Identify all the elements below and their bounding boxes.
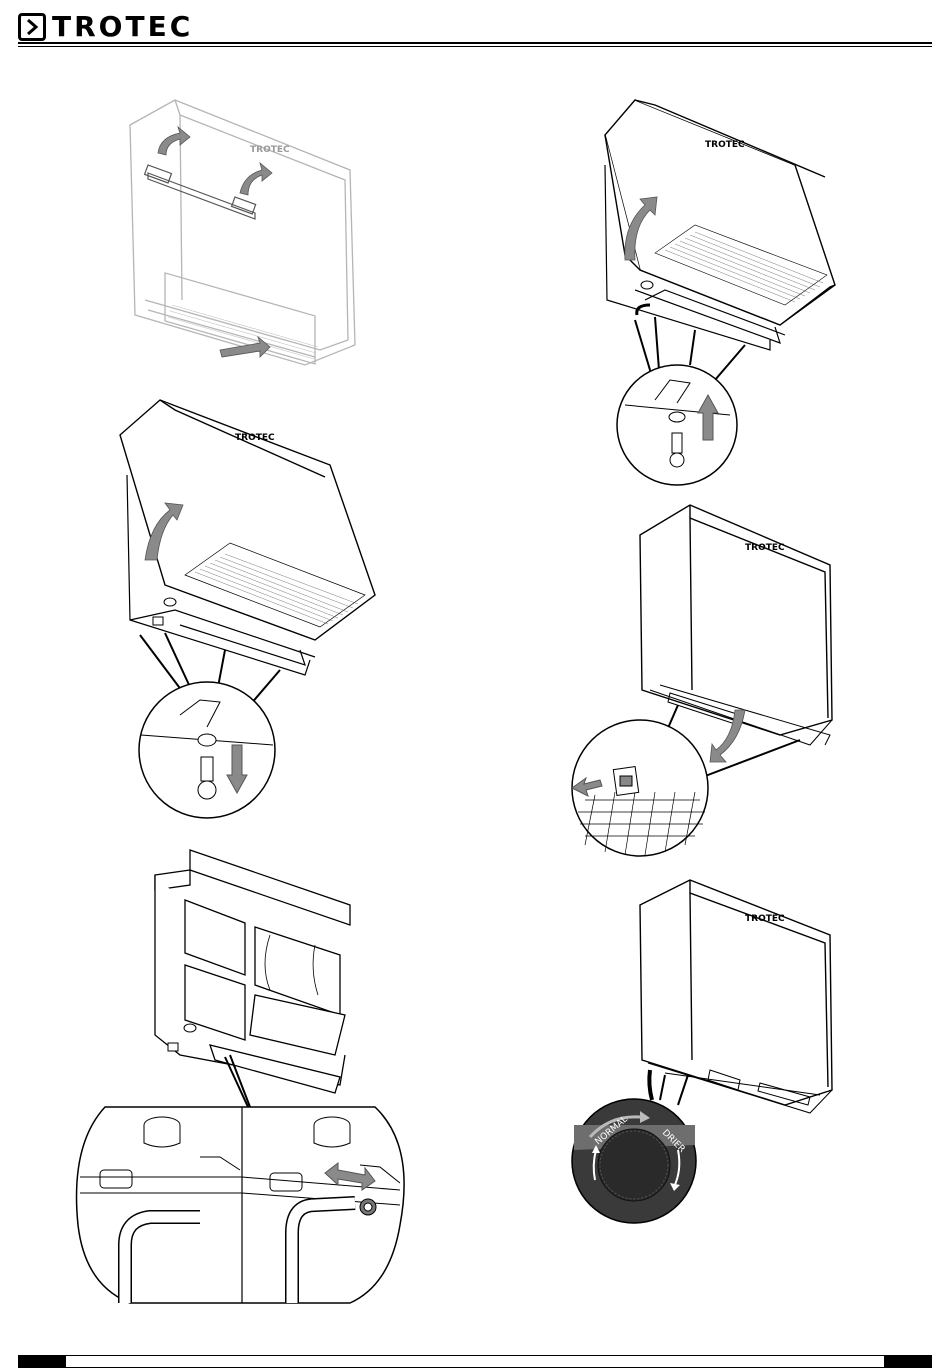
- page-footer: [18, 1355, 932, 1368]
- brand-label: TROTEC: [705, 140, 745, 150]
- footer-rule: [66, 1355, 884, 1368]
- chevron-right-icon: [18, 13, 46, 41]
- page-header: TROTEC: [0, 0, 950, 50]
- figure-filter-removal: TROTEC: [570, 500, 850, 860]
- brand-label: TROTEC: [235, 433, 275, 443]
- figure-unit-raised: TROTEC: [115, 395, 395, 845]
- brand-label: TROTEC: [250, 145, 290, 155]
- figure-drain-hose: [70, 845, 415, 1315]
- figure-humidity-dial: TROTEC NORMAL DRIER: [570, 875, 855, 1230]
- brand-label: TROTEC: [745, 914, 785, 924]
- brand-label: TROTEC: [745, 543, 785, 553]
- figure-unit-lowered: TROTEC: [595, 95, 855, 495]
- footer-block-left: [18, 1355, 66, 1368]
- header-rule-thin: [18, 46, 932, 47]
- brand-name: TROTEC: [52, 13, 193, 41]
- figure-wall-bracket: TROTEC: [120, 95, 370, 375]
- trotec-logo: TROTEC: [18, 12, 193, 42]
- footer-block-right: [884, 1355, 932, 1368]
- header-rule: [18, 42, 932, 44]
